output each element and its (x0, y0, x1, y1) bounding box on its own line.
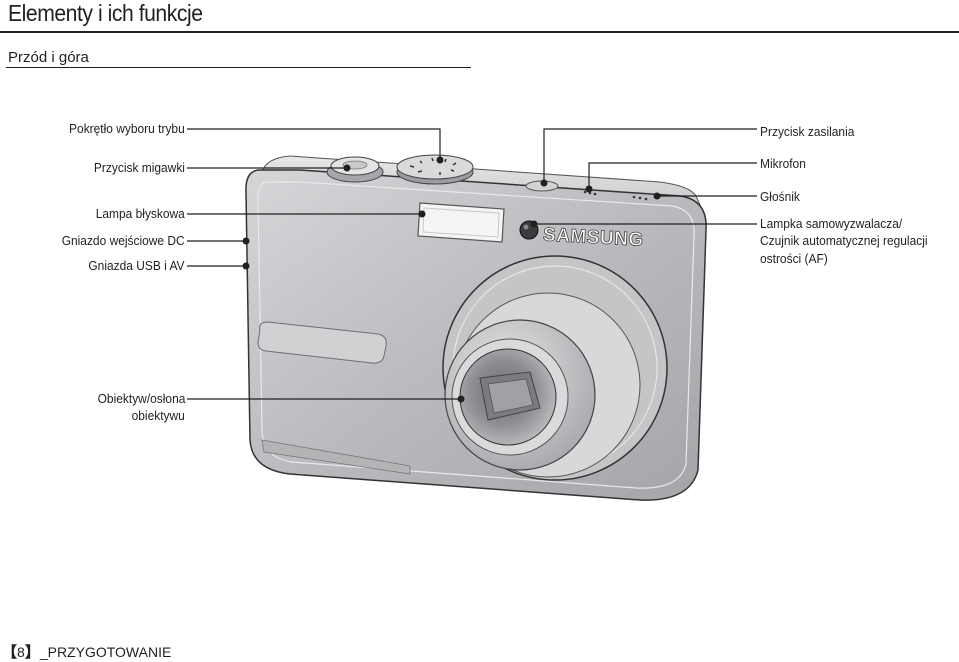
footer-close-bracket: 】 (24, 644, 40, 661)
page-footer: 【 8 】 _PRZYGOTOWANIE (2, 641, 171, 662)
section-name: _PRZYGOTOWANIE (39, 643, 172, 660)
label-usb-av: Gniazda USB i AV (88, 258, 185, 273)
label-microphone: Mikrofon (760, 156, 806, 171)
title-rule (0, 31, 959, 33)
label-dc-in: Gniazdo wejściowe DC (62, 233, 185, 248)
section-subtitle: Przód i góra (8, 49, 89, 66)
subtitle-rule (6, 67, 471, 68)
label-af-line1: Lampka samowyzwalacza/ (760, 216, 903, 231)
label-lens-line1: Obiektyw/osłona (97, 391, 185, 406)
label-af-line2: Czujnik automatycznej regulacji (760, 233, 928, 248)
label-af-line3: ostrości (AF) (760, 251, 828, 266)
label-flash: Lampa błyskowa (95, 206, 185, 221)
label-shutter-button: Przycisk migawki (93, 160, 185, 175)
label-mode-dial: Pokrętło wyboru trybu (69, 121, 185, 136)
label-lens-line2: obiektywu (131, 408, 185, 423)
footer-open-bracket: 【 (2, 644, 18, 661)
label-speaker: Głośnik (760, 189, 800, 204)
label-power-button: Przycisk zasilania (760, 124, 855, 139)
page-title: Elementy i ich funkcje (8, 0, 203, 26)
page-number: 8 (17, 643, 25, 660)
